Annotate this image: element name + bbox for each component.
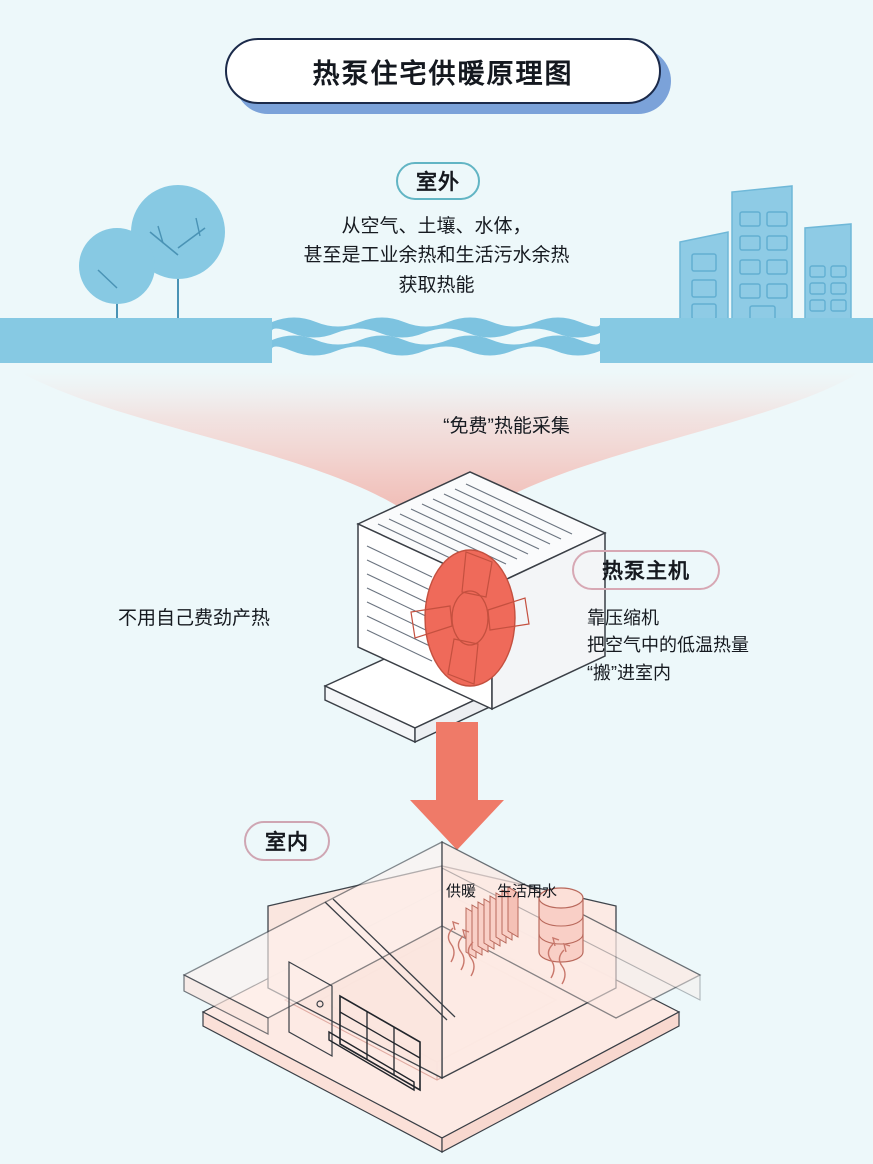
water-tank-icon [538,887,584,963]
heat-wave-icon [447,920,475,977]
heat-wave-icon [547,936,571,985]
title-box: 热泵住宅供暖原理图 [225,38,661,104]
title-text: 热泵住宅供暖原理图 [312,58,574,89]
badge-heat-pump: 热泵主机 [572,550,720,590]
badge-indoor-label: 室内 [265,831,309,854]
window-icon [328,994,421,1092]
building-icon [804,223,852,323]
ground-right [600,318,873,363]
badge-outdoor-label: 室外 [416,171,460,194]
badge-indoor: 室内 [244,821,330,861]
heat-pump-description: 靠压缩机 把空气中的低温热量 “搬”进室内 [587,608,749,683]
fan-icon [410,549,530,687]
tree-icon [79,228,155,322]
free-heat-caption: “免费”热能采集 [443,416,570,437]
outdoor-scenery [0,185,873,363]
label-hot-water: 生活用水 [497,883,558,900]
house-icon [182,840,702,1153]
water-wave-icon [271,317,601,356]
tree-icon [131,185,225,322]
heat-pump-unit [323,471,607,744]
ground-left [0,318,272,363]
radiator-icon [465,886,519,959]
badge-outdoor: 室外 [396,162,480,200]
building-icon [731,185,793,323]
door-icon [288,960,333,1058]
badge-heat-pump-label: 热泵主机 [602,560,690,583]
vent-lines-top [377,483,573,575]
label-heating: 供暖 [446,883,477,900]
vent-lines-left [366,545,433,662]
arrow-down-icon [410,722,504,850]
no-self-heat-note: 不用自己费劲产热 [118,608,271,629]
outdoor-description: 从空气、土壤、水体， 甚至是工业余热和生活污水余热 获取热能 [303,216,570,296]
page-title: 热泵住宅供暖原理图 [225,38,671,114]
